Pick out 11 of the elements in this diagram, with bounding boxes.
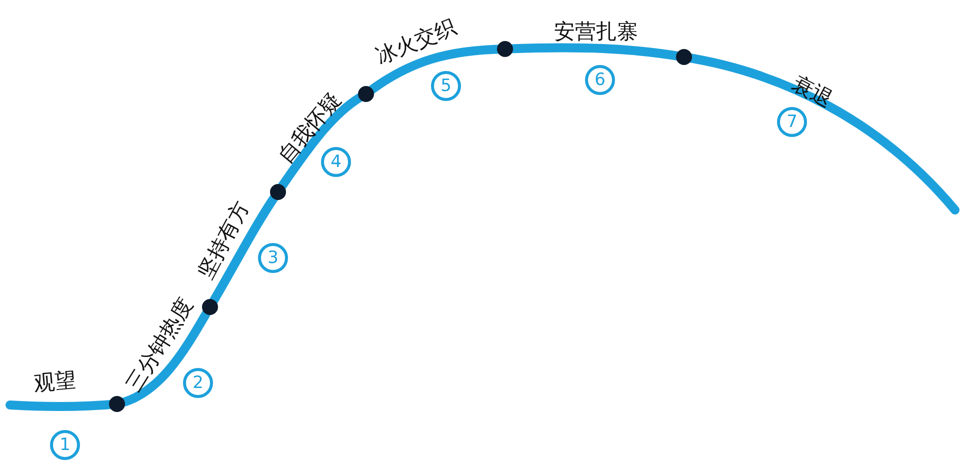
step-number: 3 bbox=[258, 243, 288, 273]
stage-label: 冰火交织 bbox=[373, 16, 459, 68]
step-number: 2 bbox=[183, 368, 213, 398]
step-number: 4 bbox=[321, 147, 351, 177]
stage-label: 观望 bbox=[33, 370, 77, 394]
step-number: 6 bbox=[585, 65, 615, 95]
stage-label: 安营扎寨 bbox=[554, 22, 638, 42]
stage-label: 坚持有方 bbox=[195, 198, 253, 282]
step-number: 7 bbox=[777, 107, 807, 137]
step-number: 1 bbox=[50, 430, 80, 460]
step-number: 5 bbox=[431, 71, 461, 101]
